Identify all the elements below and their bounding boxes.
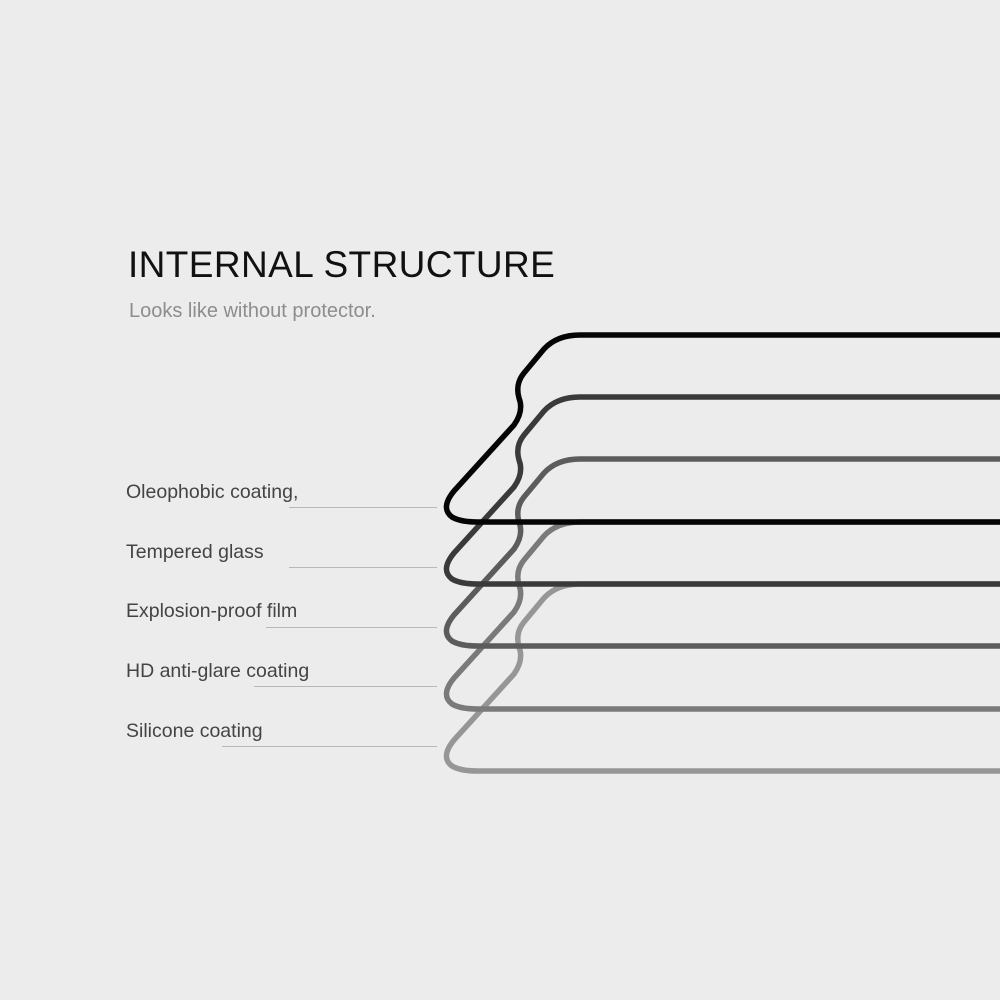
leader-line-oleophobic-coating: [289, 507, 437, 508]
layer-outline-hd-anti-glare-coating: [443, 519, 1000, 712]
layer-outline-silicone-coating: [443, 581, 1000, 774]
leader-line-tempered-glass: [289, 567, 437, 568]
page-title: INTERNAL STRUCTURE: [128, 244, 556, 285]
layer-outline-explosion-proof-film: [443, 456, 1000, 649]
leader-line-silicone-coating: [222, 746, 437, 747]
leader-line-hd-anti-glare-coating: [254, 686, 437, 687]
layer-outline-oleophobic-coating: [443, 332, 1000, 525]
layer-label-oleophobic-coating: Oleophobic coating,: [126, 481, 299, 503]
layer-label-explosion-proof-film: Explosion-proof film: [126, 600, 298, 622]
layer-label-tempered-glass: Tempered glass: [126, 541, 264, 563]
layer-label-silicone-coating: Silicone coating: [126, 720, 263, 742]
leader-line-explosion-proof-film: [266, 627, 437, 628]
layer-label-hd-anti-glare-coating: HD anti-glare coating: [126, 660, 310, 682]
page-subtitle: Looks like without protector.: [129, 300, 376, 322]
layer-outline-tempered-glass: [443, 394, 1000, 587]
